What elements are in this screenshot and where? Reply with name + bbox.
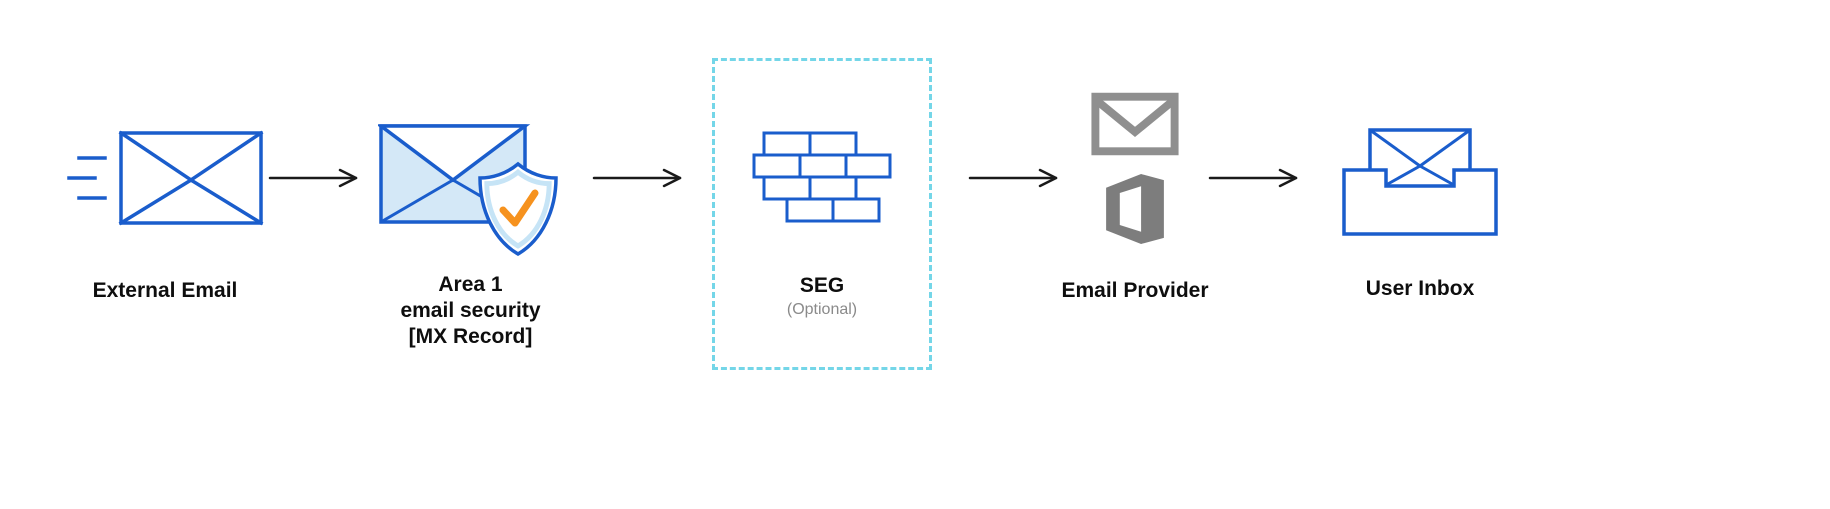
envelope-motion-icon: [55, 126, 275, 230]
envelope-shield-icon: [368, 120, 573, 258]
node-label-user-inbox: User Inbox: [1365, 277, 1475, 300]
node-sublabel-seg-optional: (Optional): [786, 301, 858, 318]
envelope-in-tray-icon: [1342, 128, 1498, 236]
node-external-email: External Email: [55, 0, 275, 509]
firewall-icon-wrap: [715, 129, 929, 229]
node-label-email-provider: Email Provider: [1061, 279, 1209, 302]
node-user-inbox: User Inbox: [1330, 0, 1510, 509]
arrow-icon: [968, 168, 1058, 188]
gmail-icon: [1091, 92, 1179, 156]
node-email-provider: Email Provider: [1040, 0, 1230, 509]
node-label-area1-line1: Area 1: [438, 273, 503, 296]
node-label-area1-line3: [MX Record]: [408, 325, 533, 348]
envelope-with-shield-check-icon: [378, 124, 558, 257]
office-icon: [1106, 174, 1164, 244]
seg-optional-boundary: SEG (Optional): [712, 58, 932, 370]
arrow-icon: [1208, 168, 1298, 188]
node-label-seg: SEG: [799, 274, 845, 297]
inbox-icon-wrap: [1330, 124, 1510, 240]
node-label-area1-line2: email security: [400, 299, 541, 322]
provider-icons-wrap: [1040, 90, 1230, 250]
firewall-bricks-icon: [752, 131, 892, 223]
arrow-icon: [592, 168, 682, 188]
arrow-icon: [268, 168, 358, 188]
node-label-external-email: External Email: [92, 279, 238, 302]
node-area1-email-security: Area 1 email security [MX Record]: [368, 0, 573, 509]
envelope-with-motion-lines-icon: [67, 130, 264, 226]
